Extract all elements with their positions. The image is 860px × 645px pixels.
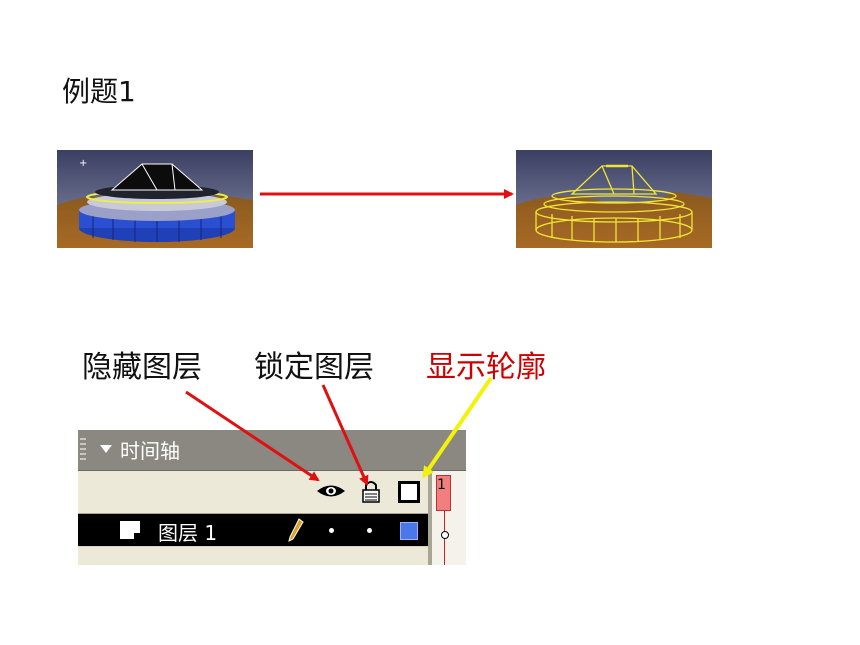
frames-area[interactable]: 1 xyxy=(432,471,466,565)
scene-solid-image: + xyxy=(57,150,253,248)
frame-number: 1 xyxy=(436,475,451,511)
layer-icon xyxy=(120,521,140,539)
layer-list-empty-area xyxy=(78,547,428,565)
show-outline-label: 显示轮廓 xyxy=(426,350,546,385)
grip-handle-icon[interactable] xyxy=(80,438,86,462)
pencil-icon xyxy=(288,518,304,542)
visibility-dot[interactable] xyxy=(329,528,334,533)
layer-header-row xyxy=(78,471,430,514)
layer-row[interactable]: 图层 1 xyxy=(78,514,428,546)
scene-outline-image xyxy=(516,150,712,248)
svg-text:+: + xyxy=(79,158,87,169)
timeline-panel: 时间轴 图层 1 1 xyxy=(78,430,466,565)
panel-divider[interactable] xyxy=(428,471,432,565)
lock-dot[interactable] xyxy=(367,528,372,533)
outline-toggle-icon[interactable] xyxy=(398,481,420,503)
empty-keyframe-icon[interactable] xyxy=(441,531,449,539)
lock-layer-label: 锁定图层 xyxy=(254,350,374,385)
layer-outline-color-square[interactable] xyxy=(400,522,418,540)
timeline-panel-header[interactable]: 时间轴 xyxy=(78,430,466,471)
lock-icon[interactable] xyxy=(361,479,381,503)
example-title: 例题1 xyxy=(62,75,136,108)
eye-icon[interactable] xyxy=(316,483,346,499)
layer-name: 图层 1 xyxy=(158,521,218,545)
hide-layer-label: 隐藏图层 xyxy=(82,350,202,385)
timeline-title: 时间轴 xyxy=(120,439,180,463)
collapse-triangle-icon[interactable] xyxy=(100,445,112,453)
